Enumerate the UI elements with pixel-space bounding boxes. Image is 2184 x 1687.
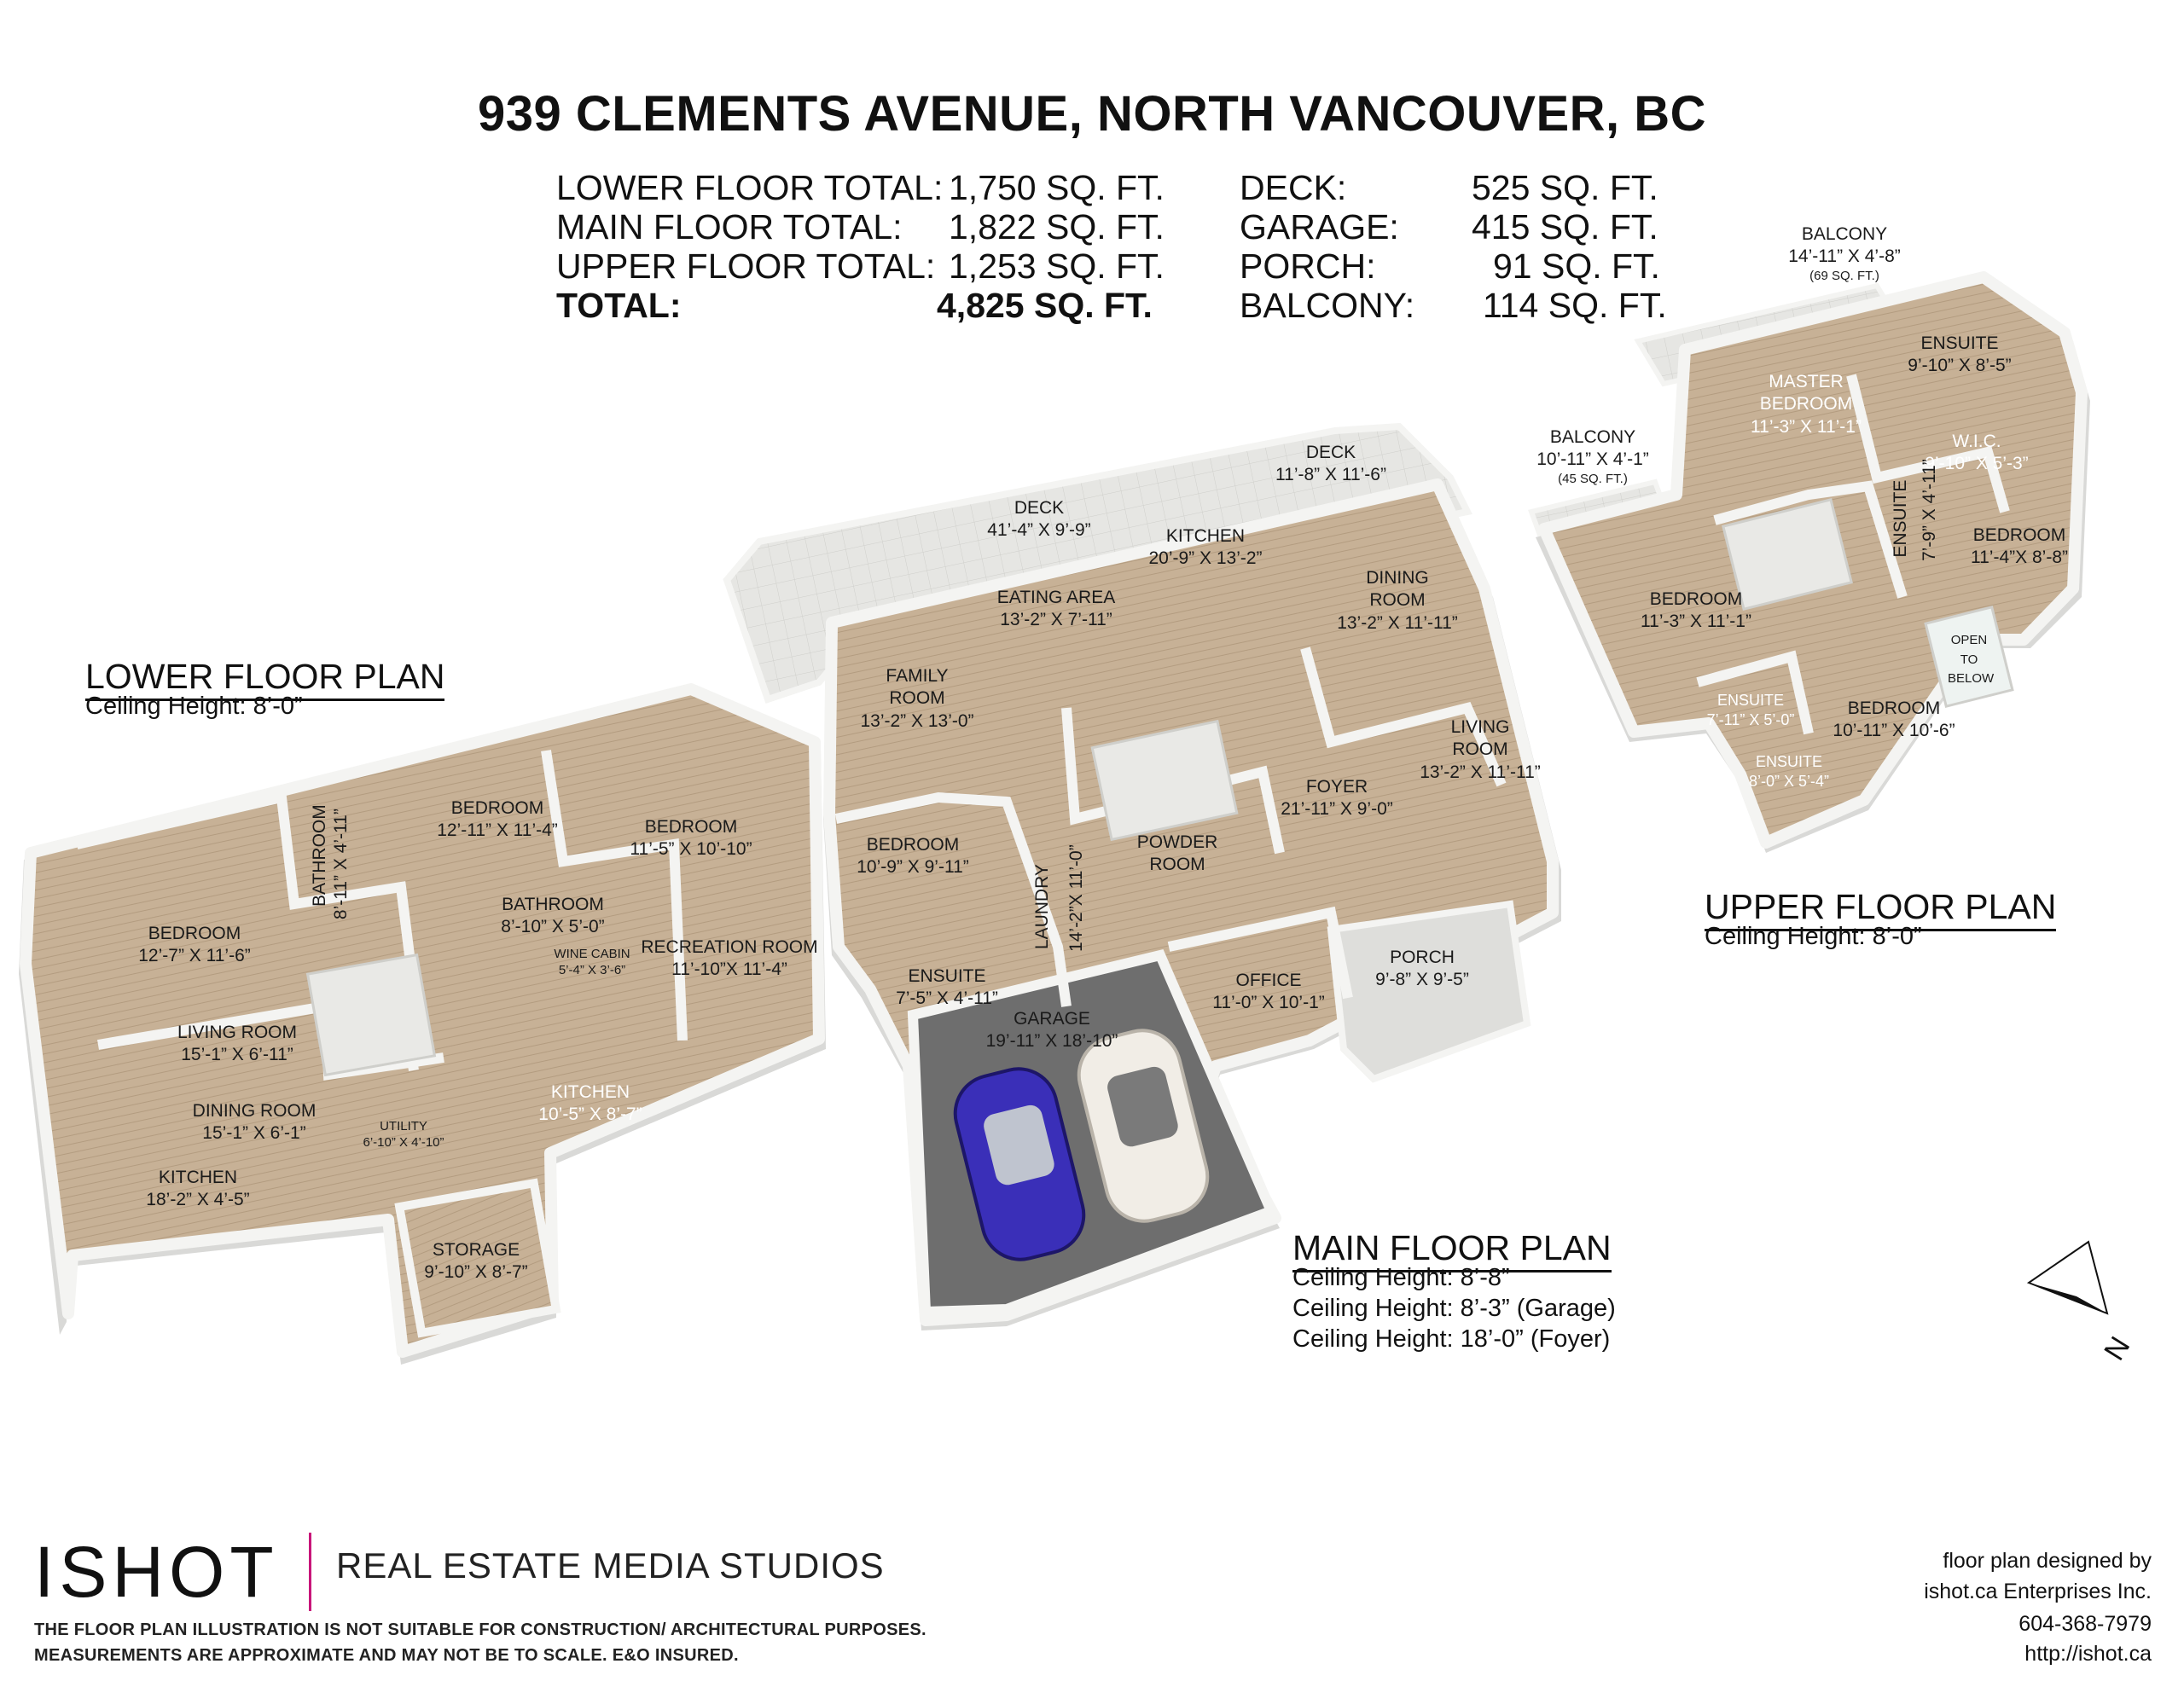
page-title: 939 CLEMENTS AVENUE, NORTH VANCOUVER, BC (477, 86, 1707, 142)
disclaimer-line-2: MEASUREMENTS ARE APPROXIMATE AND MAY NOT… (34, 1646, 739, 1665)
lower-storage-box (394, 1178, 561, 1338)
credit-line-1: floor plan designed by (1943, 1549, 2152, 1573)
upper-total-label: UPPER FLOOR TOTAL: (556, 246, 936, 286)
main-floor-ceiling-3: Ceiling Height: 18’-0” (Foyer) (1292, 1325, 1611, 1353)
room-label: W.I.C.9’-10” X 5’-3” (1925, 432, 2029, 474)
deck-value: 525 SQ. FT. (1472, 168, 1658, 207)
main-total-value: 1,822 SQ. FT. (949, 207, 1165, 246)
main-floor-interior-walls (834, 791, 1072, 1007)
upper-floor-title: UPPER FLOOR PLAN (1705, 887, 2057, 931)
main-stairs (1090, 719, 1239, 842)
logo-divider (309, 1533, 311, 1611)
main-porch (1327, 900, 1531, 1083)
north-arrow: N (2024, 1237, 2143, 1386)
lower-floor-interior-walls (75, 791, 415, 956)
porch-label: PORCH: (1240, 246, 1376, 286)
main-total-label: MAIN FLOOR TOTAL: (556, 207, 903, 246)
compass-icon (2026, 1240, 2109, 1315)
lower-total-value: 1,750 SQ. FT. (949, 168, 1165, 207)
credit-line-2: ishot.ca Enterprises Inc. (1924, 1580, 2152, 1603)
balcony-label: BALCONY: (1240, 286, 1415, 325)
grand-total-value: 4,825 SQ. FT. (937, 286, 1153, 325)
credit-phone: 604-368-7979 (2018, 1612, 2152, 1636)
lower-stairs (305, 953, 437, 1077)
disclaimer-line-1: THE FLOOR PLAN ILLUSTRATION IS NOT SUITA… (34, 1620, 926, 1639)
main-floor-ceiling-1: Ceiling Height: 8’-8” (1292, 1264, 1510, 1291)
logo-subtitle: REAL ESTATE MEDIA STUDIOS (336, 1545, 885, 1586)
room-label: LAUNDRY (1031, 864, 1052, 950)
lower-total-label: LOWER FLOOR TOTAL: (556, 168, 944, 207)
room-label: OPEN TO BELOW (1948, 633, 1995, 686)
upper-floor-ceiling: Ceiling Height: 8’-0” (1705, 923, 1922, 950)
upper-open-to-below (1924, 605, 2014, 709)
grand-total-label: TOTAL: (556, 286, 682, 325)
balcony-value: 114 SQ. FT. (1483, 286, 1667, 325)
main-floor-title: MAIN FLOOR PLAN (1292, 1228, 1612, 1272)
room-label: 7’-9” X 4’-11” (1919, 459, 1939, 562)
upper-floor-interior-walls (1713, 480, 1908, 599)
main-floor-ceiling-2: Ceiling Height: 8’-3” (Garage) (1292, 1295, 1616, 1322)
garage-label: GARAGE: (1240, 207, 1399, 246)
porch-value: 91 SQ. FT. (1493, 246, 1660, 286)
credit-website-link[interactable]: http://ishot.ca (2024, 1642, 2152, 1666)
main-floor-plan (723, 422, 1561, 1330)
room-label: ENSUITE (1890, 479, 1910, 558)
room-label: POWDER ROOM (1136, 832, 1218, 875)
room-label: 14’-2”X 11’-0” (1066, 844, 1086, 952)
deck-label: DECK: (1240, 168, 1347, 207)
garage-value: 415 SQ. FT. (1472, 207, 1658, 246)
upper-floor-plan (1528, 271, 2090, 853)
ishot-logo: ISHOT (34, 1532, 279, 1612)
room-label: 8’-11” X 4’-11” (330, 809, 351, 920)
lower-floor-title: LOWER FLOOR PLAN (85, 657, 445, 701)
lower-floor-plan (19, 683, 826, 1365)
upper-total-value: 1,253 SQ. FT. (949, 246, 1165, 286)
lower-floor-ceiling: Ceiling Height: 8’-0” (85, 693, 303, 720)
room-label: BATHROOM (309, 804, 329, 907)
upper-stairs (1722, 497, 1853, 612)
